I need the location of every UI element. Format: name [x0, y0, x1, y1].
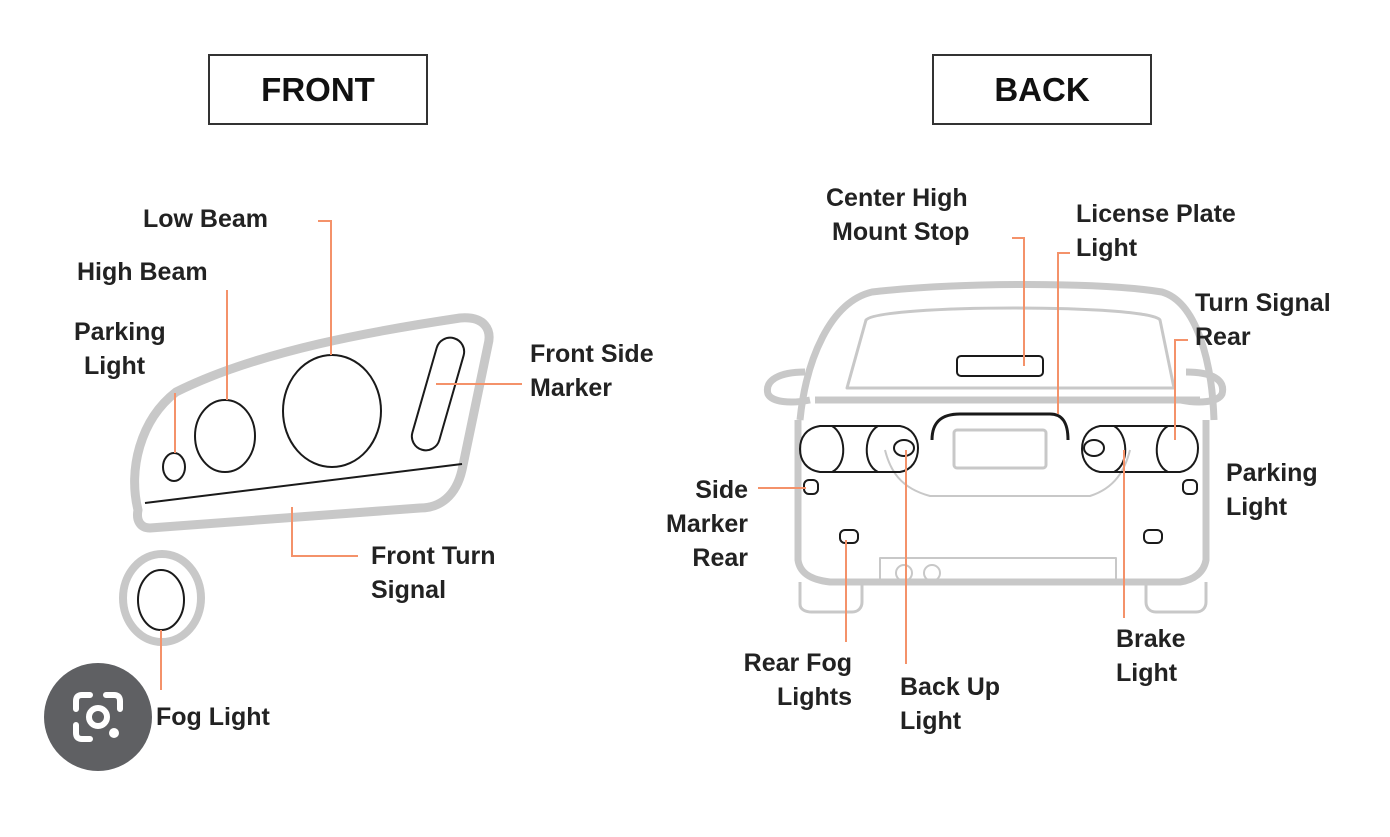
rear-parking-light-label: Parking Light	[1226, 456, 1318, 524]
right-parking-lamp	[1182, 479, 1198, 495]
low-beam-label: Low Beam	[143, 205, 269, 233]
right-tail-lamp-divider-2	[1155, 425, 1169, 473]
license-plate-light-callout	[1057, 252, 1070, 414]
back-up-light-label-line-1: Back Up	[900, 673, 1001, 701]
front-turn-signal-label-line-1: Front Turn	[371, 542, 496, 570]
side-marker-rear-label-line-1: Side	[695, 476, 748, 504]
left-side-marker-lamp	[803, 479, 819, 495]
front-headlight-assembly	[130, 313, 494, 533]
center-high-mount-stop-callout	[1012, 237, 1025, 366]
back-section-title: BACK	[932, 54, 1152, 125]
side-marker-rear-label-line-3: Rear	[692, 544, 748, 572]
high-beam-label: High Beam	[77, 258, 208, 286]
front-parking-light-label-line-2: Light	[84, 352, 146, 380]
rear-parking-light-label-line-1: Parking	[1226, 459, 1318, 487]
back-callout-lines	[758, 237, 1188, 664]
exhaust-left	[895, 564, 913, 582]
center-high-mount-stop-lamp	[956, 355, 1044, 377]
lower-body	[794, 420, 1210, 586]
right-back-up-lamp	[1083, 439, 1105, 457]
left-tail-lamp-outer	[798, 425, 920, 473]
rear-fog-lights-label: Rear Fog Lights	[718, 646, 852, 714]
front-side-marker-label-line-2: Marker	[530, 374, 612, 402]
rear-window	[845, 306, 1176, 390]
left-tail-lamp-divider-1	[831, 425, 845, 473]
turn-signal-rear-label-line-1: Turn Signal	[1195, 289, 1331, 317]
right-tail-lamp-divider-1	[1113, 425, 1127, 473]
side-marker-rear-label: Side Marker Rear	[646, 473, 748, 575]
fog-light-assembly	[119, 550, 205, 646]
left-mirror	[763, 368, 811, 406]
back-up-light-label-line-2: Light	[900, 707, 962, 735]
turn-signal-rear-callout	[1174, 339, 1188, 440]
rear-bumper-panel	[879, 557, 1117, 585]
front-turn-signal-label: Front Turn Signal	[371, 539, 496, 607]
fog-light-label: Fog Light	[156, 703, 270, 731]
fog-light-lamp	[137, 569, 185, 631]
left-rear-fog-lamp	[839, 529, 859, 544]
rear-lamps	[798, 355, 1200, 544]
front-parking-light-label: Parking Light	[74, 315, 166, 383]
car-body-outline	[796, 281, 1218, 421]
license-plate	[952, 428, 1048, 470]
rear-fog-lights-label-line-2: Lights	[777, 683, 852, 711]
turn-signal-rear-label: Turn Signal Rear	[1195, 286, 1331, 354]
headlight-housing-outline	[130, 313, 494, 533]
brake-light-label-line-1: Brake	[1116, 625, 1186, 653]
front-section-title: FRONT	[208, 54, 428, 125]
high-beam-lamp	[194, 399, 256, 473]
fog-light-housing	[119, 550, 205, 646]
license-plate-light-label-line-1: License Plate	[1076, 200, 1236, 228]
rear-car-outline	[763, 281, 1227, 614]
center-high-mount-stop-label-line-1: Center High	[826, 184, 968, 212]
google-lens-button[interactable]	[44, 663, 152, 771]
housing-divider	[144, 463, 463, 504]
front-turn-signal-callout	[291, 507, 358, 557]
brake-light-label-line-2: Light	[1116, 659, 1178, 687]
left-wheel	[798, 582, 864, 614]
low-beam-lamp	[282, 354, 382, 468]
front-callout-lines	[160, 220, 522, 690]
center-high-mount-stop-label: Center High Mount Stop	[826, 181, 969, 249]
right-rear-fog-lamp	[1143, 529, 1163, 544]
center-high-mount-stop-label-line-2: Mount Stop	[832, 218, 970, 246]
right-tail-lamp-outer	[1080, 425, 1200, 473]
front-side-marker-label-line-1: Front Side	[530, 340, 654, 368]
front-parking-light-label-line-1: Parking	[74, 318, 166, 346]
license-plate-light-label-line-2: Light	[1076, 234, 1138, 262]
google-lens-icon	[73, 692, 123, 742]
rear-parking-light-label-line-2: Light	[1226, 493, 1288, 521]
exhaust-right	[923, 564, 941, 582]
left-tail-lamp-divider-2	[865, 425, 879, 473]
front-turn-signal-label-line-2: Signal	[371, 576, 447, 604]
right-wheel	[1144, 582, 1208, 614]
turn-signal-rear-label-line-2: Rear	[1195, 323, 1251, 351]
side-marker-rear-label-line-2: Marker	[666, 510, 748, 538]
low-beam-callout	[318, 220, 332, 355]
back-up-light-label: Back Up Light	[900, 670, 1000, 738]
left-back-up-lamp	[893, 439, 915, 457]
license-plate-light-label: License Plate Light	[1076, 197, 1236, 265]
parking-light-lamp	[162, 452, 186, 482]
license-plate-light-bar	[930, 412, 1070, 441]
front-side-marker-label: Front Side Marker	[530, 337, 654, 405]
brake-light-label: Brake Light	[1116, 622, 1186, 690]
front-side-marker-lamp	[410, 336, 466, 452]
rear-fog-lights-label-line-1: Rear Fog	[743, 649, 852, 677]
